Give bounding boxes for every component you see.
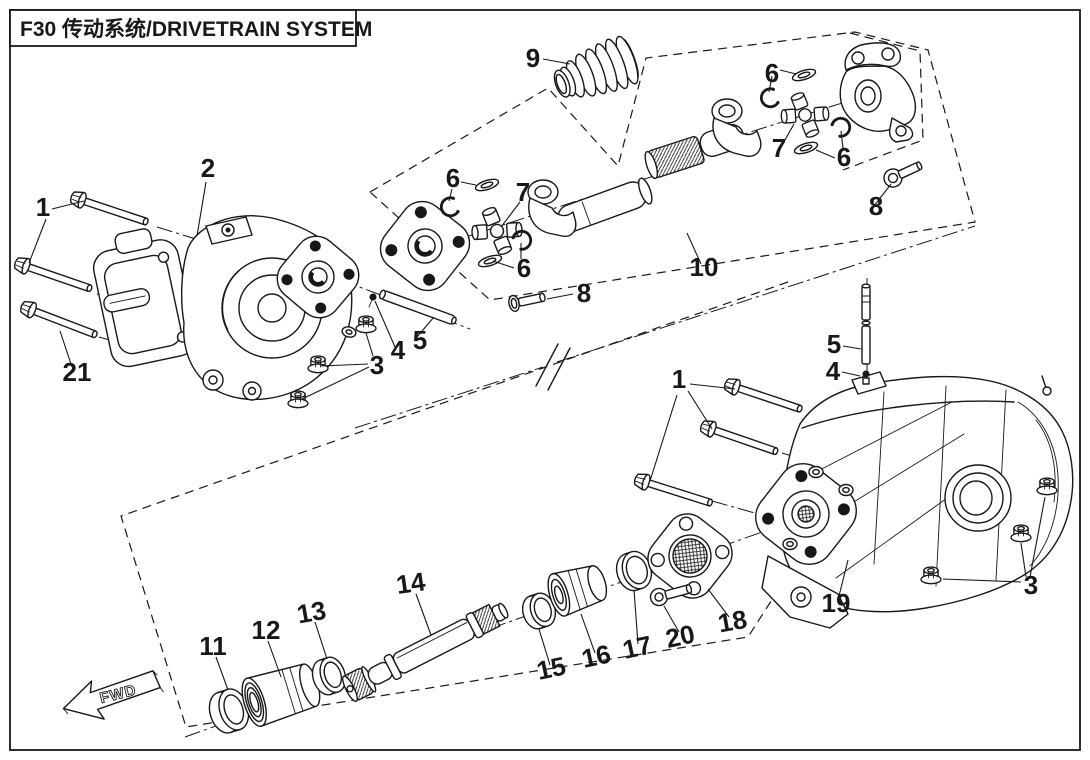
part-3-nut-rear-b (1010, 524, 1032, 543)
front-axle-group-outline (120, 281, 801, 728)
callout-7: 7 (516, 177, 530, 207)
callout-16: 16 (579, 639, 614, 674)
callout-21: 21 (63, 357, 92, 387)
driveshaft-yoke-left (527, 177, 653, 237)
part-3-nut-rear-c (920, 566, 942, 585)
callout-6: 6 (837, 142, 851, 172)
flange-yoke-outline (842, 32, 924, 171)
callout-12: 12 (252, 615, 281, 645)
callout-18: 18 (716, 604, 750, 639)
part-8-bolt-right (883, 161, 923, 188)
assembly-10-outline (368, 31, 976, 301)
part-1-bolt-rear-b (697, 417, 781, 461)
part-6-washer (792, 139, 820, 157)
callout-19: 19 (822, 588, 851, 618)
part-6-washer (473, 176, 501, 194)
part-18-flange (647, 513, 733, 599)
leader-lines (28, 58, 1046, 691)
part-20-bolt (649, 583, 693, 607)
callout-9: 9 (526, 43, 540, 73)
callout-11: 11 (199, 631, 227, 661)
part-12-coupler (241, 663, 321, 727)
part-14-axle-shaft (342, 602, 509, 703)
callout-14: 14 (394, 566, 427, 600)
part-6-washer (790, 66, 818, 84)
title-box (9, 9, 357, 47)
driveshaft-splined-end-right (644, 98, 762, 180)
callout-10: 10 (690, 252, 719, 282)
front-output-flange (276, 235, 360, 319)
callout-4: 4 (391, 335, 406, 365)
callout-13: 13 (295, 595, 329, 630)
fwd-indicator: FWD (62, 670, 164, 720)
part-17-ring (615, 550, 653, 592)
callout-6: 6 (517, 253, 531, 283)
part-3-nut-front-b (307, 355, 329, 374)
callout-2: 2 (201, 153, 215, 183)
part-1-bolt-front-b (11, 254, 95, 298)
part-1-bolt-rear-a (721, 375, 805, 418)
callout-7: 7 (772, 133, 786, 163)
flange-yoke-right (839, 42, 917, 143)
part-6-washer (476, 252, 504, 270)
break-mark (535, 343, 559, 387)
callout-5: 5 (413, 325, 427, 355)
callouts: 1 2 21 3 4 5 6 7 6 8 9 6 7 6 8 10 5 4 1 … (36, 43, 1038, 686)
callout-4: 4 (826, 356, 841, 386)
part-5-shaft-front (378, 289, 457, 325)
center-line-driveshaft-1 (354, 366, 544, 429)
page-border (9, 9, 1081, 751)
actuator-unit (92, 228, 197, 368)
callout-15: 15 (534, 651, 569, 686)
callout-6: 6 (446, 163, 460, 193)
page-title: F30 传动系统/DRIVETRAIN SYSTEM (20, 17, 372, 41)
part-3-nut-rear-a (1036, 477, 1058, 496)
callout-6: 6 (765, 58, 779, 88)
callout-3: 3 (370, 350, 384, 380)
part-9-boot (553, 35, 639, 98)
callout-20: 20 (663, 619, 698, 654)
callout-17: 17 (620, 630, 655, 665)
part-21-bolt (17, 297, 101, 344)
part-16-coupler (547, 565, 608, 617)
callout-8: 8 (577, 278, 591, 308)
part-4-grease-fitting-rear (862, 370, 870, 385)
callout-3: 3 (1024, 570, 1038, 600)
part-13-ring (311, 656, 347, 696)
part-15-ring (521, 592, 557, 630)
part-4-grease-fitting-front (368, 293, 377, 308)
part-19-rear-gearbox (755, 371, 1074, 629)
part-5-stud-rear (861, 283, 871, 365)
companion-flange-left (379, 200, 471, 292)
part-3-nut-front-c (287, 390, 309, 409)
callout-5: 5 (827, 329, 841, 359)
center-line-driveshaft-2 (556, 225, 976, 363)
callout-1: 1 (36, 192, 50, 222)
part-8-bolt-left (508, 292, 546, 313)
callout-8: 8 (869, 191, 883, 221)
part-1-bolt-rear-c (632, 470, 716, 512)
break-mark (547, 347, 571, 391)
fwd-label: FWD (98, 682, 138, 707)
part-1-bolt-front-a (67, 188, 151, 231)
part-2-front-gearbox (92, 215, 360, 401)
callout-1: 1 (672, 364, 686, 394)
rear-input-flange (755, 463, 857, 565)
part-3-nut-front-a (355, 315, 377, 334)
